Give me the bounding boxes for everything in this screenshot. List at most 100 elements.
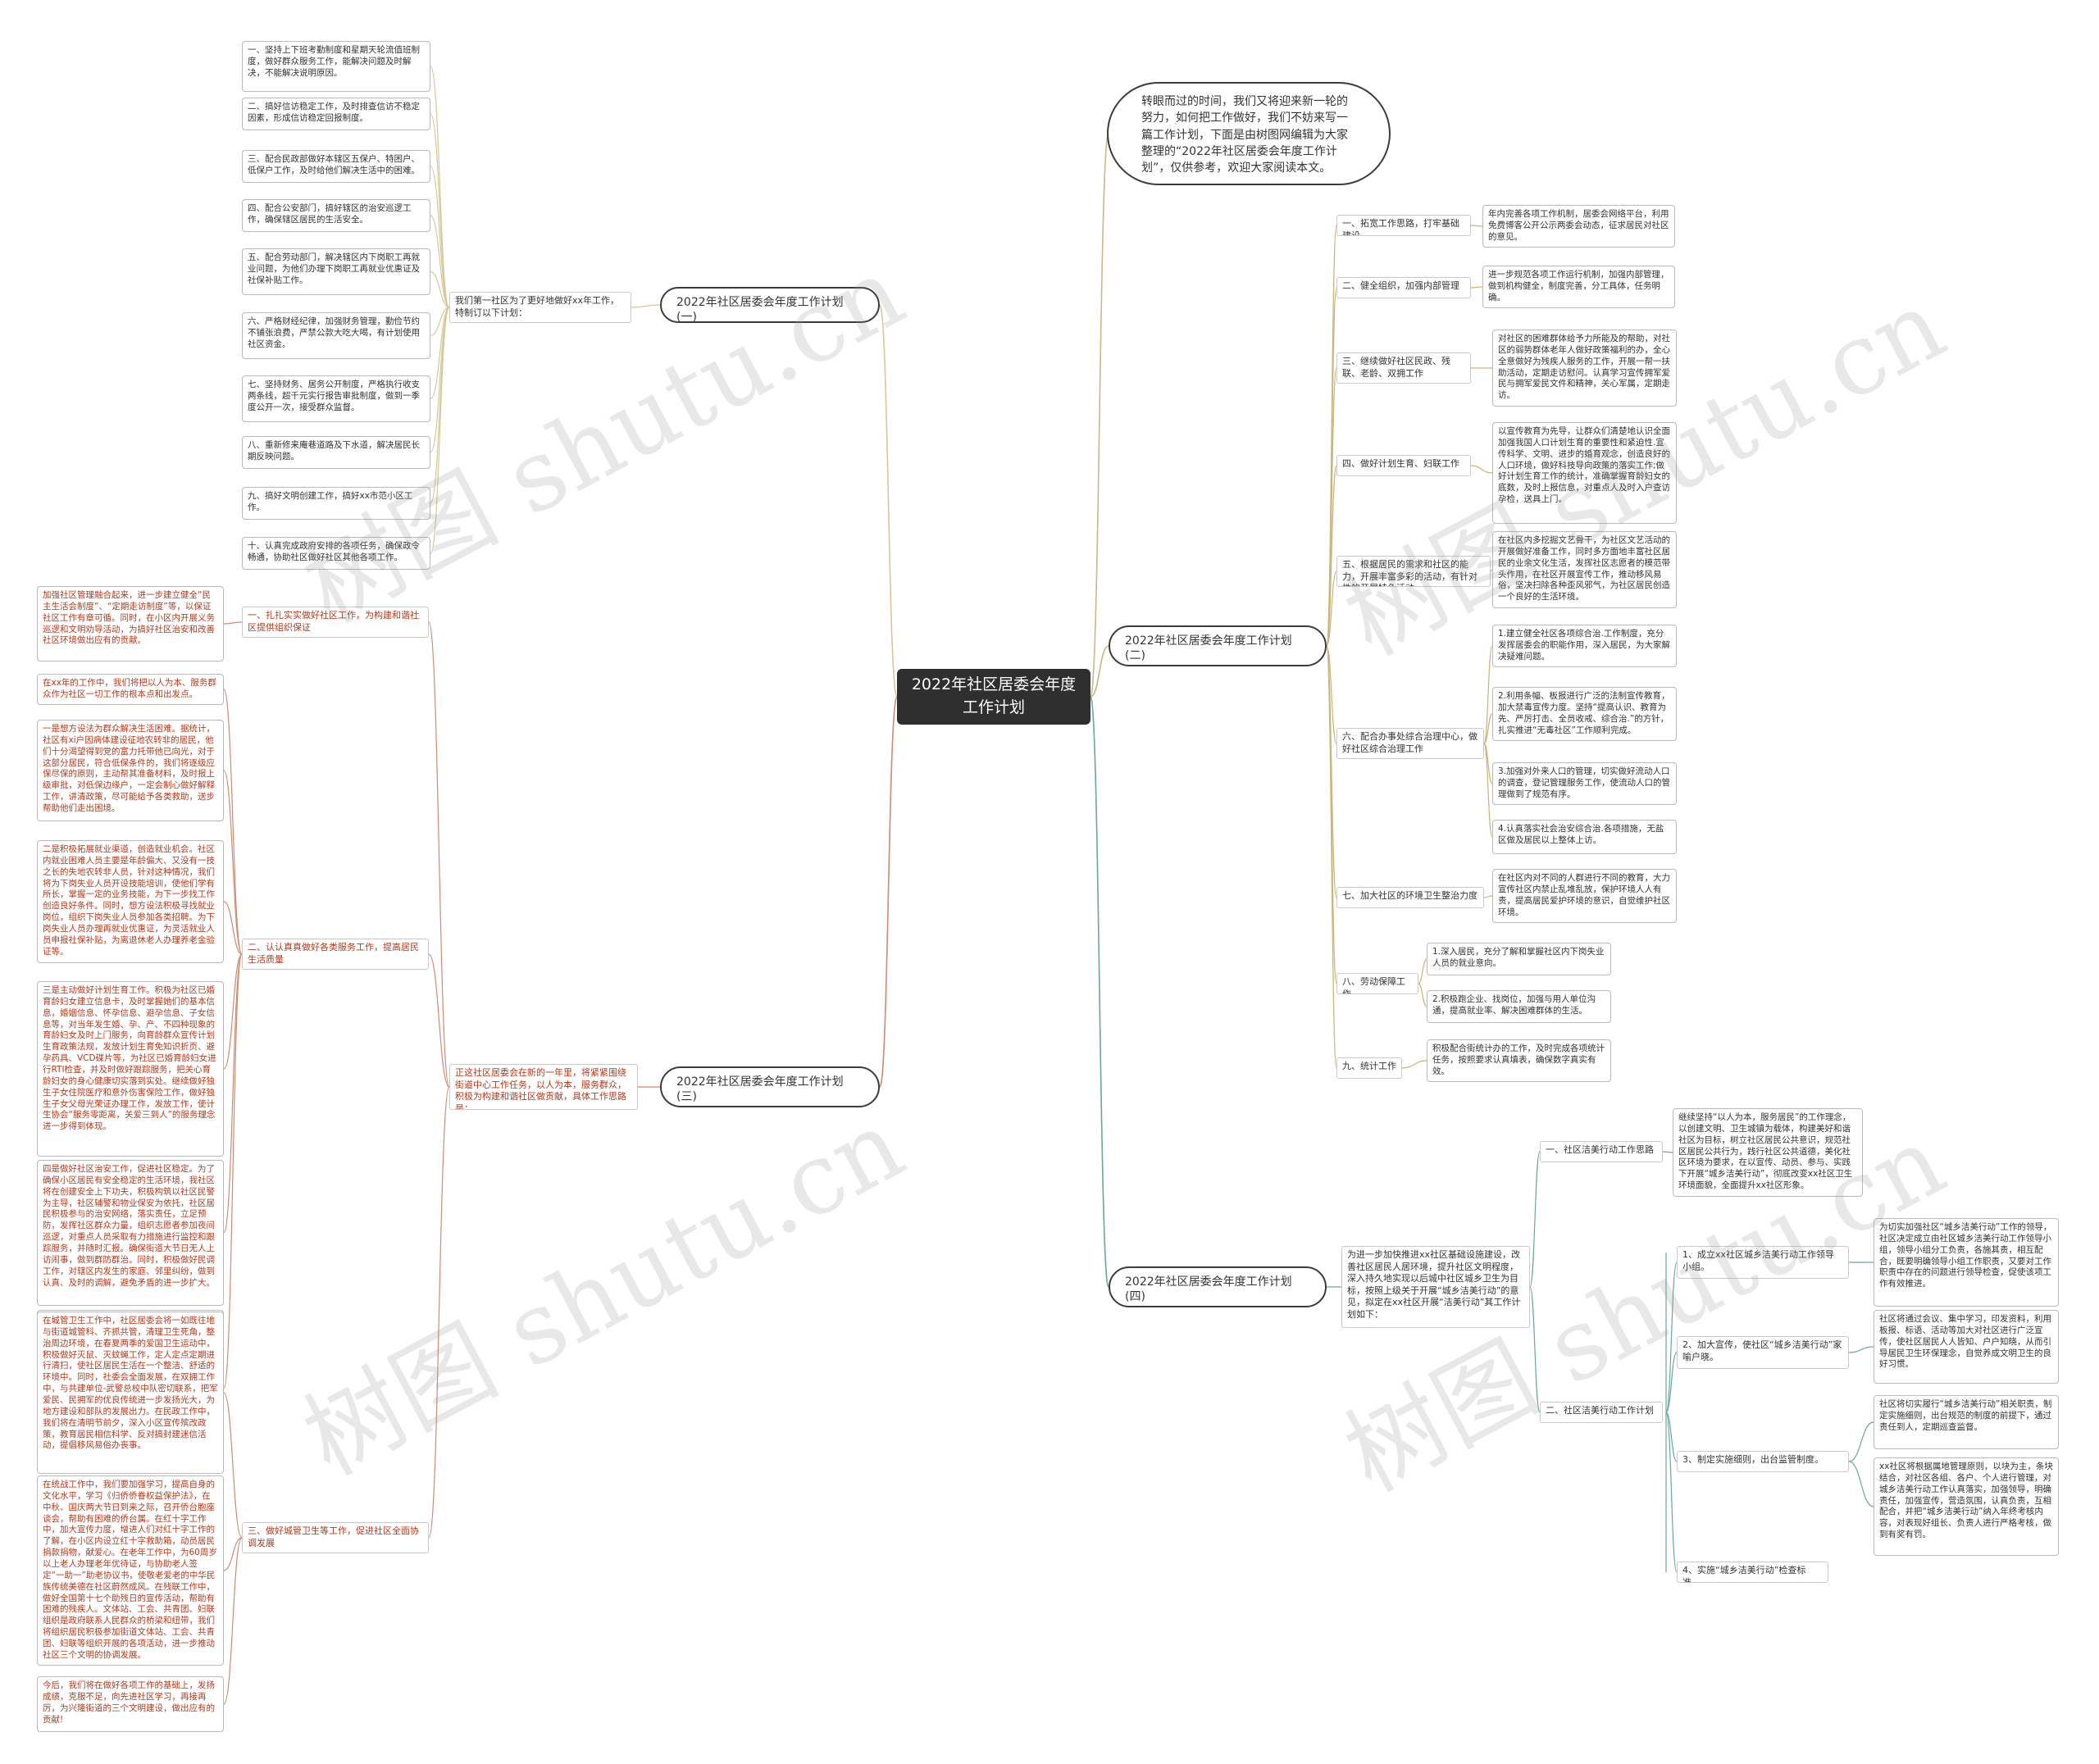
plan-4-step-detail[interactable]: xx社区将根据属地管理原则，以块为主，条块结合，对社区各组、各户、个人进行管理，… bbox=[1874, 1457, 2059, 1556]
connector-line bbox=[1848, 1461, 1874, 1507]
plan-4-section[interactable]: 一、社区洁美行动工作思路 bbox=[1540, 1141, 1663, 1162]
connector-line bbox=[1665, 1352, 1678, 1413]
plan-2-detail[interactable]: 3.加强对外来人口的管理，切实做好流动人口的调查，登记管理服务工作，使流动人口的… bbox=[1492, 762, 1677, 805]
connector-line bbox=[430, 66, 450, 308]
connector-line bbox=[223, 1537, 243, 1571]
plan-1-item[interactable]: 七、坚持财务、居务公开制度，严格执行收支两条线，超千元实行报告审批制度，做到一季… bbox=[242, 375, 430, 422]
branch-plan-2[interactable]: 2022年社区居委会年度工作计划(二) bbox=[1109, 625, 1327, 666]
plan-1-item[interactable]: 一、坚持上下班考勤制度和星期天轮流值班制度，做好群众服务工作，能解决问题及时解决… bbox=[242, 41, 430, 92]
plan-2-section[interactable]: 九、统计工作 bbox=[1336, 1057, 1402, 1079]
connector-line bbox=[1090, 645, 1109, 698]
plan-3-detail[interactable]: 四是做好社区治安工作，促进社区稳定。为了确保小区居民有安全稳定的生活环境，我社区… bbox=[37, 1160, 224, 1306]
connector-line bbox=[1529, 1286, 1541, 1413]
plan-2-section[interactable]: 四、做好计划生育、妇联工作 bbox=[1336, 455, 1471, 476]
connector-line bbox=[223, 1392, 243, 1539]
plan-3-detail[interactable]: 二是积极拓展就业渠道，创造就业机会。社区内就业困难人员主要是年龄偏大、又没有一技… bbox=[37, 840, 224, 963]
plan-2-detail[interactable]: 对社区的困难群体给予力所能及的帮助，对社区的弱势群体老年人做好政策福利的办，全心… bbox=[1492, 330, 1677, 407]
connector-line bbox=[223, 953, 243, 1234]
plan-1-item[interactable]: 六、严格财经纪律，加强财务管理，勤俭节约不铺张浪费，严禁公款大吃大喝，有计划使用… bbox=[242, 312, 430, 359]
plan-2-section[interactable]: 七、加大社区的环境卫生整治力度 bbox=[1336, 887, 1484, 908]
connector-line bbox=[1326, 465, 1337, 647]
plan-4-detail[interactable]: 继续坚持“以人为本，服务居民”的工作理念，以创建文明、卫生城镇为载体，构建美好和… bbox=[1673, 1108, 1863, 1197]
connector-line bbox=[430, 166, 450, 308]
connector-line bbox=[1665, 1412, 1678, 1462]
plan-2-detail[interactable]: 在社区内对不同的人群进行不同的教育，大力宣传社区内禁止乱堆乱放，保护环境人人有责… bbox=[1492, 869, 1677, 923]
connector-line bbox=[1483, 645, 1493, 744]
plan-2-section[interactable]: 六、配合办事处综合治理中心，做好社区综合治理工作 bbox=[1336, 728, 1484, 759]
connector-line bbox=[1418, 983, 1427, 1007]
connector-line bbox=[631, 304, 661, 308]
connector-line bbox=[1662, 1151, 1673, 1153]
connector-line bbox=[428, 621, 450, 1088]
plan-3-detail[interactable]: 一是想方设法为群众解决生活困难。据统计，社区有xi户因病体建设征地农转非的居民，… bbox=[37, 720, 224, 821]
plan-4-step[interactable]: 2、加大宣传，使社区“城乡洁美行动”家喻户晓。 bbox=[1677, 1336, 1849, 1369]
plan-2-detail[interactable]: 进一步规范各项工作运行机制，加强内部管理，做到机构健全，制度完善，分工具体，任务… bbox=[1482, 266, 1675, 308]
plan-4-step-detail[interactable]: 社区将切实履行“城乡洁美行动”相关职责，制定实施细则，出台规范的制度的前提下，通… bbox=[1874, 1395, 2059, 1449]
connector-line bbox=[428, 953, 450, 1088]
plan-2-detail[interactable]: 2.积极跑企业、找岗位，加强与用人单位沟通，提高就业率、解决困难群体的生活。 bbox=[1427, 990, 1611, 1023]
plan-1-item[interactable]: 三、配合民政部做好本辖区五保户、特困户、低保户工作，及时给他们解决生活中的困难。 bbox=[242, 150, 430, 183]
plan-1-summary[interactable]: 我们第一社区为了更好地做好xx年工作，特制订以下计划： bbox=[449, 292, 631, 323]
plan-1-item[interactable]: 九、搞好文明创建工作，搞好xx市范小区工作。 bbox=[242, 487, 430, 520]
plan-4-step-detail[interactable]: 为切实加强社区“城乡洁美行动”工作的领导，社区决定成立由社区城乡洁美行动工作领导… bbox=[1874, 1218, 2059, 1307]
plan-3-detail[interactable]: 加强社区管理融合起来，进一步建立健全“民主生活会制度”、“定期走访制度”等，以保… bbox=[37, 586, 224, 662]
plan-3-detail[interactable]: 在城管卫生工作中，社区居委会将一如既往地与街道城管科、齐抓共管，清理卫生死角，整… bbox=[37, 1312, 224, 1474]
plan-3-detail[interactable]: 三是主动做好计划生育工作。积极为社区已婚育龄妇女建立信息卡，及时掌握她们的基本信… bbox=[37, 981, 224, 1157]
plan-2-detail[interactable]: 年内完善各项工作机制，居委会网络平台，利用免费博客公开公示两委会动态，征求居民对… bbox=[1482, 205, 1675, 248]
plan-2-section[interactable]: 二、健全组织，加强内部管理 bbox=[1336, 277, 1471, 298]
plan-3-section[interactable]: 二、认认真真做好各类服务工作，提高居民生活质量 bbox=[242, 939, 429, 970]
connector-line bbox=[223, 689, 243, 955]
connector-line bbox=[1326, 645, 1337, 1069]
connector-line bbox=[879, 304, 898, 698]
connector-line bbox=[223, 953, 243, 1070]
plan-2-section[interactable]: 三、继续做好社区民政、残联、老龄、双拥工作 bbox=[1336, 352, 1471, 384]
plan-3-section[interactable]: 三、做好城管卫生等工作，促进社区全面协调发展 bbox=[242, 1522, 429, 1553]
connector-line bbox=[1326, 287, 1337, 647]
connector-line bbox=[1483, 713, 1493, 744]
plan-3-detail[interactable]: 今后，我们将在做好各项工作的基础上，发扬成绩，克服不足，向先进社区学习，再接再厉… bbox=[37, 1676, 224, 1732]
branch-plan-3[interactable]: 2022年社区居委会年度工作计划(三) bbox=[660, 1066, 880, 1107]
connector-line bbox=[430, 307, 450, 337]
plan-2-detail[interactable]: 4.认真落实社会治安综合治.各项措施，无盐区做及居民以上整体上访。 bbox=[1492, 820, 1677, 854]
connector-line bbox=[1470, 286, 1483, 289]
plan-1-item[interactable]: 五、配合劳动部门，解决辖区内下岗职工再就业问题，为他们办理下岗职工再就业优惠证及… bbox=[242, 248, 430, 295]
plan-4-step[interactable]: 4、实施“城乡洁美行动”检查标准。 bbox=[1677, 1562, 1828, 1583]
plan-2-section[interactable]: 八、劳动保障工作 bbox=[1336, 973, 1418, 994]
plan-1-item[interactable]: 二、搞好信访稳定工作，及时排查信访不稳定因素，形成信访稳定回报制度。 bbox=[242, 98, 430, 130]
plan-4-section[interactable]: 二、社区洁美行动工作计划 bbox=[1540, 1402, 1663, 1423]
plan-4-summary[interactable]: 为进一步加快推进xx社区基础设施建设，改善社区居民人居环境，提升社区文明程度，深… bbox=[1341, 1246, 1530, 1328]
connector-line bbox=[223, 770, 243, 955]
plan-2-detail[interactable]: 2.利用条幅、板报进行广泛的法制宣传教育，加大禁毒宣传力度。坚持“提高认识、教育… bbox=[1492, 687, 1677, 741]
plan-2-section[interactable]: 五、根据居民的需求和社区的能力，开展丰富多彩的活动，有针对性的开展特色活动 bbox=[1336, 556, 1491, 587]
branch-plan-1[interactable]: 2022年社区居委会年度工作计划(一) bbox=[660, 287, 880, 323]
connector-line bbox=[430, 307, 450, 504]
plan-3-detail[interactable]: 在统战工作中，我们要加强学习，提高自身的文化水平，学习《归侨侨眷权益保护法》，在… bbox=[37, 1475, 224, 1666]
plan-4-step[interactable]: 3、制定实施细则，出台监管制度。 bbox=[1677, 1451, 1849, 1472]
connector-line bbox=[223, 621, 243, 625]
plan-3-section[interactable]: 一、扎扎实实做好社区工作，为构建和谐社区提供组织保证 bbox=[242, 607, 429, 638]
connector-line bbox=[430, 113, 450, 308]
plan-3-summary[interactable]: 正这社区居委会在新的一年里，将紧紧围绕街道中心工作任务，以人为本，服务群众，积极… bbox=[449, 1064, 638, 1110]
connector-line bbox=[1483, 895, 1493, 898]
plan-3-detail[interactable]: 在xx年的工作中，我们将把以人为本、服务群众作为社区一切工作的根本点和出发点。 bbox=[37, 674, 224, 705]
plan-2-detail[interactable]: 在社区内多挖掘文艺骨干，为社区文艺活动的开展做好准备工作，同时多方面地丰富社区居… bbox=[1492, 531, 1677, 608]
connector-line bbox=[1401, 1060, 1427, 1069]
plan-4-step[interactable]: 1、成立xx社区城乡洁美行动工作领导小组。 bbox=[1677, 1246, 1849, 1279]
plan-2-detail[interactable]: 积极配合街统计办的工作，及时完成各项统计任务，按照要求认真填表，确保数字真实有效… bbox=[1427, 1039, 1611, 1082]
plan-2-detail[interactable]: 1.建立健全社区各项综合治.工作制度，充分发挥居委会的职能作用，深入居民，为大家… bbox=[1492, 625, 1677, 667]
connector-line bbox=[1529, 1151, 1541, 1288]
plan-2-detail[interactable]: 以宣传教育为先导，让群众们清楚地认识全面加强我国人口计划生育的重要性和紧迫性.宣… bbox=[1492, 422, 1677, 524]
connector-line bbox=[1090, 696, 1109, 1288]
plan-1-item[interactable]: 四、配合公安部门，搞好辖区的治安巡逻工作，确保辖区居民的生活安全。 bbox=[242, 199, 430, 232]
plan-2-detail[interactable]: 1.深入居民，充分了解和掌握社区内下岗失业人员的就业意向。 bbox=[1427, 943, 1611, 975]
connector-line bbox=[1848, 1421, 1874, 1462]
connector-line bbox=[430, 307, 450, 400]
connector-line bbox=[1470, 225, 1483, 227]
plan-4-step-detail[interactable]: 社区将通过会议、集中学习，印发资料，利用板报、标语、活动等加大对社区进行广泛宣传… bbox=[1874, 1310, 2059, 1384]
branch-plan-4[interactable]: 2022年社区居委会年度工作计划(四) bbox=[1109, 1266, 1327, 1307]
plan-1-item[interactable]: 十、认真完成政府安排的各项任务，确保政令畅通，协助社区做好社区其他各项工作。 bbox=[242, 537, 430, 570]
central-topic[interactable]: 2022年社区居委会年度工作计划 bbox=[897, 669, 1090, 725]
plan-2-section[interactable]: 一、拓宽工作思路，打牢基础建设 bbox=[1336, 215, 1471, 236]
intro-bubble[interactable]: 转眼而过的时间，我们又将迎来新一轮的努力，如何把工作做好，我们不妨来写一篇工作计… bbox=[1107, 82, 1391, 185]
plan-1-item[interactable]: 八、重新修来庵巷道路及下水道，解决居民长期反映问题。 bbox=[242, 436, 430, 469]
